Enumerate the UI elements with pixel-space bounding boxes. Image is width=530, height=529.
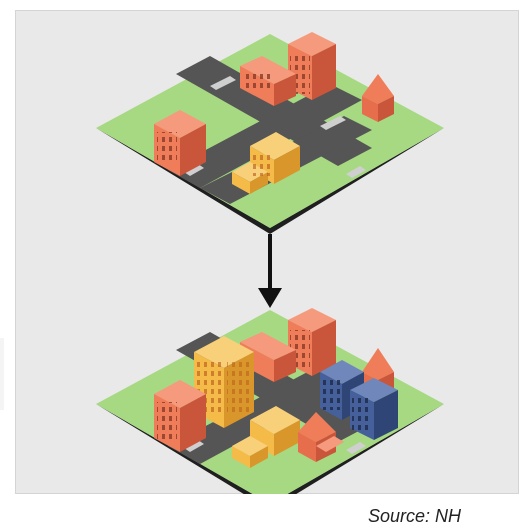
building-red-left <box>154 380 206 452</box>
building-yellow-tall <box>194 336 254 428</box>
building-yellow <box>232 132 300 194</box>
sidewalk <box>184 440 204 452</box>
caption-bar: Source: NH <box>15 494 517 529</box>
left-edge-tab <box>0 338 4 410</box>
city-after-panel <box>96 308 444 510</box>
building-red-tall <box>288 32 336 100</box>
sidewalk <box>346 166 366 178</box>
road-vertical <box>168 84 362 188</box>
sidewalk <box>184 164 204 176</box>
sidewalk <box>210 76 236 90</box>
building-blue-right <box>350 378 398 440</box>
transition-arrow <box>258 234 282 308</box>
building-red-left <box>154 110 206 176</box>
sidewalk <box>346 442 366 454</box>
building-red-front <box>298 412 344 462</box>
building-red-low <box>240 56 296 106</box>
building-red-tall <box>288 308 336 376</box>
building-yellow-low <box>232 406 300 468</box>
source-caption: Source: NH <box>367 506 461 526</box>
building-red-pyramid <box>362 74 394 122</box>
city-before-panel <box>96 32 444 234</box>
sidewalk <box>320 116 346 130</box>
